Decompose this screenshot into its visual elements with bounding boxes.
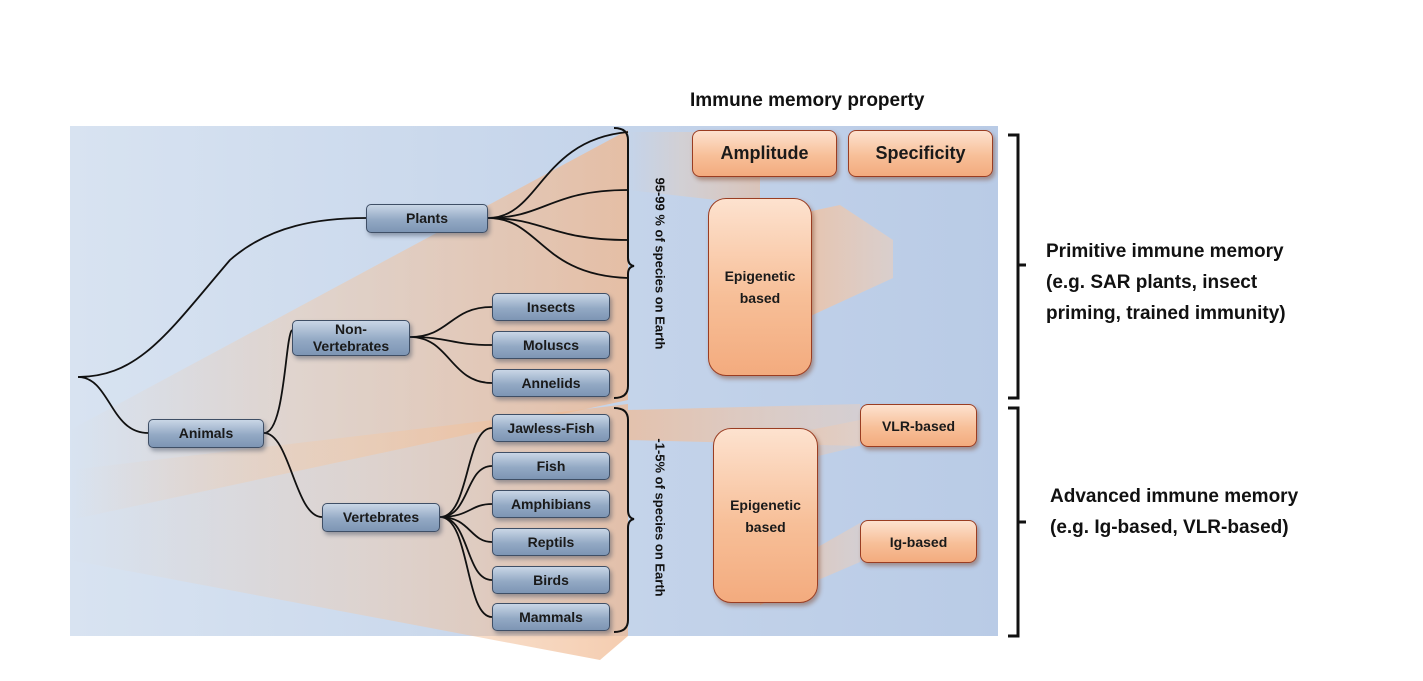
- species-label-upper: 95-99 % of species on Earth: [652, 177, 668, 350]
- node-vertebrates: Vertebrates: [322, 503, 440, 532]
- species-label-lower: -1-5% of species on Earth: [652, 438, 668, 597]
- leaf-fish: Fish: [492, 452, 610, 480]
- leaf-insects: Insects: [492, 293, 610, 321]
- property-header: Immune memory property: [690, 90, 925, 111]
- leaf-jawless-fish: Jawless-Fish: [492, 414, 610, 442]
- label-primitive-memory: Primitive immune memory (e.g. SAR plants…: [1046, 241, 1286, 324]
- box-vlr-based: VLR-based: [860, 404, 977, 447]
- leaf-reptils: Reptils: [492, 528, 610, 556]
- leaf-birds: Birds: [492, 566, 610, 594]
- lower-cone: [70, 404, 628, 660]
- node-non-vertebrates: Non- Vertebrates: [292, 320, 410, 356]
- tree-lines: [77, 131, 629, 618]
- node-animals: Animals: [148, 419, 264, 448]
- node-plants: Plants: [366, 204, 488, 233]
- leaf-mammals: Mammals: [492, 603, 610, 631]
- leaf-amphibians: Amphibians: [492, 490, 610, 518]
- memory-brackets: [1008, 133, 1026, 638]
- species-brackets: [613, 127, 635, 633]
- box-epigenetic-lower: Epigenetic based: [713, 428, 818, 603]
- leaf-moluscs: Moluscs: [492, 331, 610, 359]
- box-amplitude: Amplitude: [692, 130, 837, 177]
- label-advanced-memory: Advanced immune memory (e.g. Ig-based, V…: [1050, 486, 1299, 538]
- leaf-annelids: Annelids: [492, 369, 610, 397]
- box-ig-based: Ig-based: [860, 520, 977, 563]
- box-epigenetic-upper: Epigenetic based: [708, 198, 812, 376]
- box-specificity: Specificity: [848, 130, 993, 177]
